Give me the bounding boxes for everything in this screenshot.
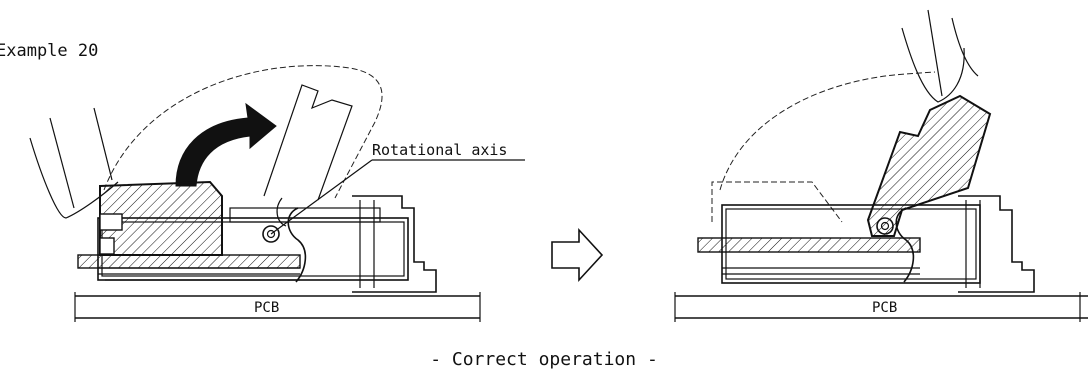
pcb-label-right: PCB <box>872 300 897 316</box>
right-panel: PCB <box>674 9 1088 322</box>
finger-line-right-2 <box>951 17 979 77</box>
pcb-base-right <box>674 292 1088 322</box>
rotational-axis-label: Rotational axis <box>372 141 507 159</box>
transition-arrow <box>551 227 604 283</box>
actuator-open <box>866 94 992 237</box>
rotation-axis-pivot-right <box>876 217 894 235</box>
example-label: Example 20 <box>0 41 98 61</box>
actuator-ghost-outline <box>263 84 353 201</box>
pcb-base-left <box>74 292 481 322</box>
rotation-envelope-right <box>719 71 936 191</box>
actuator-ghost-right <box>711 181 843 223</box>
finger-line-right <box>927 9 943 97</box>
left-panel: Rotational axis PCB <box>29 65 525 322</box>
pcb-strip <box>77 254 301 269</box>
rotation-axis-pivot <box>262 225 280 243</box>
rotation-envelope <box>103 65 383 199</box>
latch-hook <box>287 207 307 283</box>
finger-outline-right <box>901 27 965 103</box>
callout-leader <box>270 159 373 235</box>
pcb-strip-right <box>697 237 921 253</box>
pcb-label-left: PCB <box>254 300 279 316</box>
caption: - Correct operation - <box>430 349 658 370</box>
finger-line-2 <box>93 107 113 181</box>
rotate-arrow <box>175 102 277 187</box>
finger-line <box>49 117 75 209</box>
